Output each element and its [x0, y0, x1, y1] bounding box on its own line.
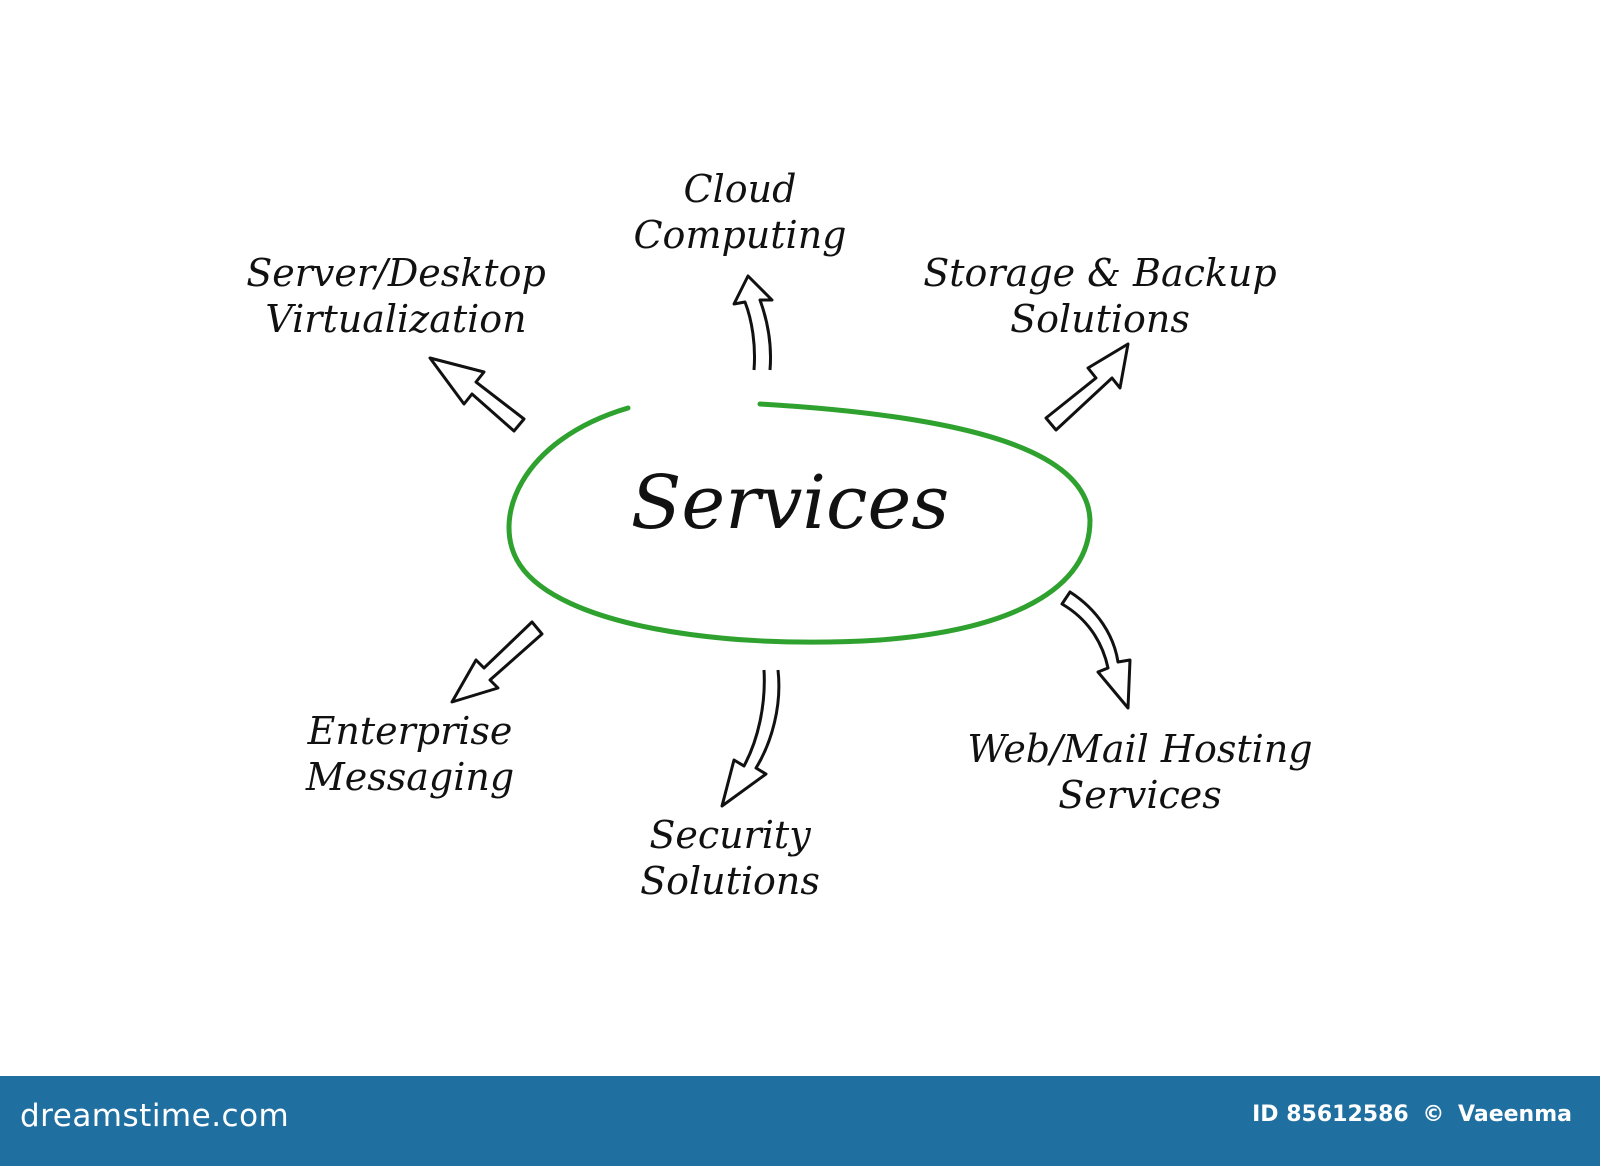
- node-line-1: Web/Mail Hosting: [967, 727, 1313, 771]
- node-security-solutions: Security Solutions: [610, 812, 850, 904]
- footer-author: Vaeenma: [1458, 1102, 1572, 1127]
- watermark-footer-bar: dreamstime.com ID 85612586 © Vaeenma: [0, 1076, 1600, 1166]
- copyright-icon: ©: [1422, 1102, 1445, 1127]
- node-line-1: Cloud: [683, 167, 797, 211]
- node-line-2: Solutions: [640, 859, 820, 903]
- node-web-mail-hosting-services: Web/Mail Hosting Services: [930, 726, 1350, 818]
- arrow-to-enterprise-messaging: [450, 620, 544, 704]
- footer-id: ID 85612586: [1252, 1102, 1409, 1127]
- node-line-2: Messaging: [305, 755, 515, 799]
- node-cloud-computing: Cloud Computing: [600, 166, 880, 258]
- arrow-to-security-solutions: [720, 669, 781, 808]
- node-line-2: Virtualization: [265, 297, 527, 341]
- node-storage-backup-solutions: Storage & Backup Solutions: [890, 250, 1310, 342]
- node-line-1: Security: [649, 813, 811, 857]
- node-server-desktop-virtualization: Server/Desktop Virtualization: [216, 250, 576, 342]
- arrow-to-web-mail-hosting: [1060, 590, 1132, 710]
- node-line-2: Computing: [633, 213, 847, 257]
- arrow-to-cloud-computing: [732, 274, 774, 371]
- center-label: Services: [630, 460, 950, 546]
- arrow-to-storage-backup: [1044, 342, 1130, 432]
- node-line-2: Services: [1058, 773, 1222, 817]
- footer-brand: dreamstime.com: [20, 1098, 290, 1134]
- center-ring: [506, 401, 1093, 645]
- footer-credit: ID 85612586 © Vaeenma: [1246, 1102, 1572, 1127]
- node-enterprise-messaging: Enterprise Messaging: [270, 708, 550, 800]
- node-line-1: Server/Desktop: [246, 251, 546, 295]
- node-line-2: Solutions: [1010, 297, 1190, 341]
- arrow-to-virtualization: [428, 356, 526, 433]
- node-line-1: Enterprise: [307, 709, 513, 753]
- node-line-1: Storage & Backup: [923, 251, 1277, 295]
